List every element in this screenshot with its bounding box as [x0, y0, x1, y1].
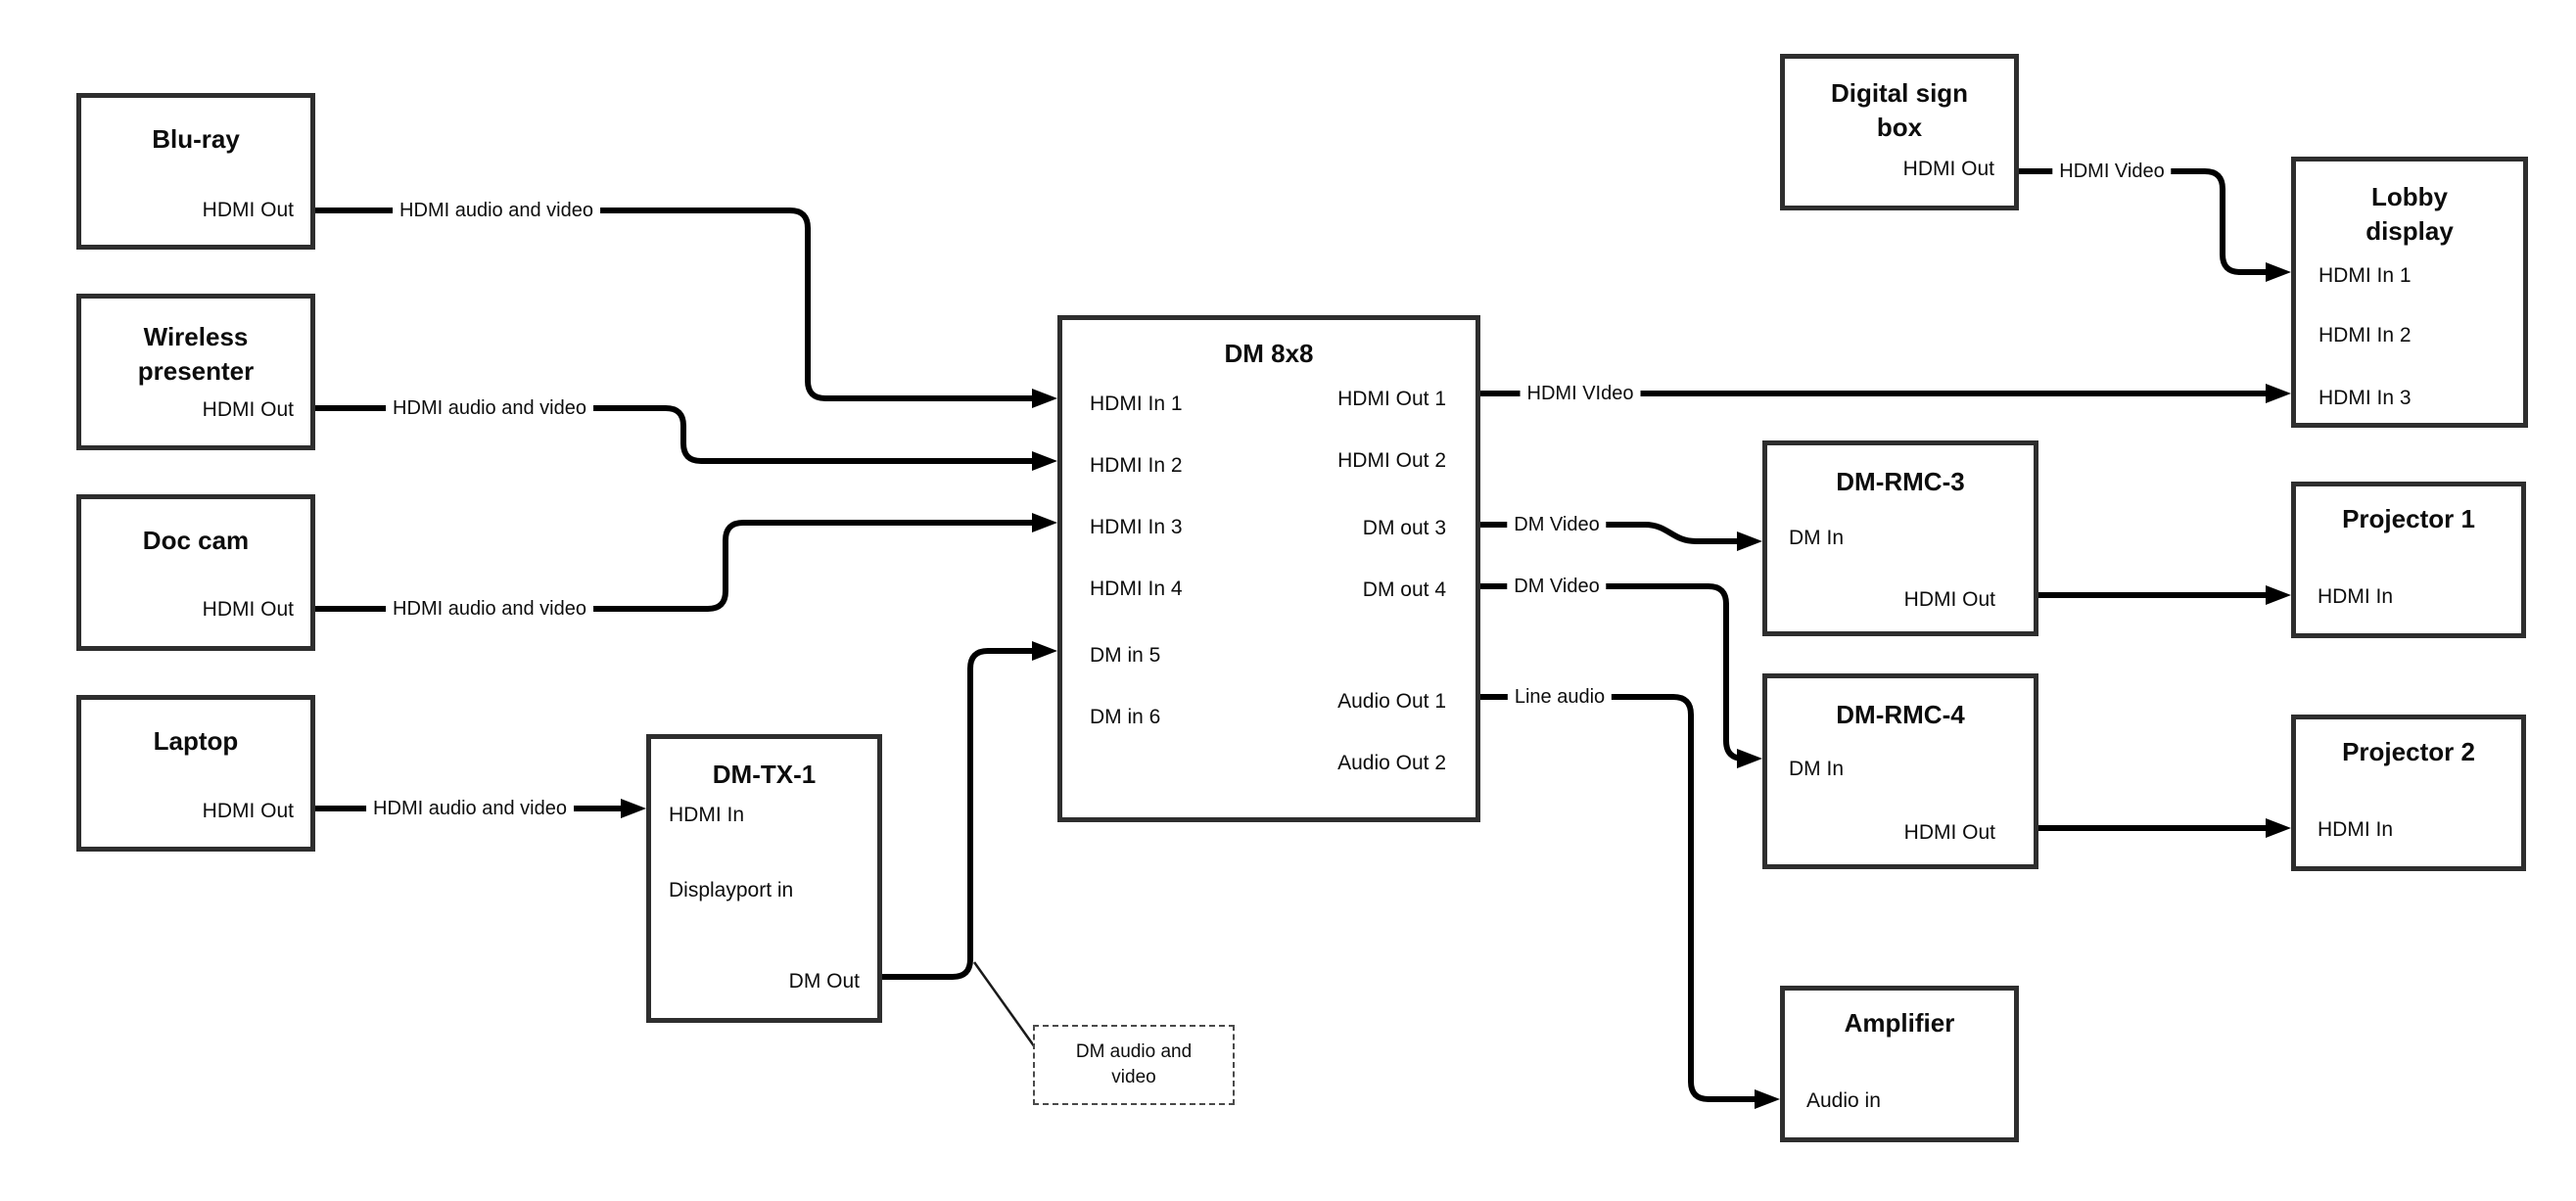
- node-amplifier: Amplifier Audio in: [1780, 986, 2019, 1142]
- node-laptop-port-hdmi-out: HDMI Out: [202, 800, 294, 822]
- node-digsign-port-hdmi-out: HDMI Out: [1902, 158, 1994, 180]
- node-dm8x8-port-dm-out4: DM out 4: [1362, 578, 1446, 601]
- node-dmtx1-port-displayport-in: Displayport in: [669, 879, 794, 901]
- arrowhead-icon: [2266, 818, 2291, 838]
- arrowhead-icon: [1032, 513, 1057, 532]
- wire-rmc4-hdmiout-to-proj2-hdmi-in: [2038, 818, 2291, 838]
- node-amp-port-audio-in: Audio in: [1806, 1089, 1881, 1112]
- edge-label-bluray: HDMI audio and video: [393, 198, 600, 223]
- arrowhead-icon: [1737, 531, 1762, 551]
- node-doccam-title: Doc cam: [142, 526, 250, 555]
- arrowhead-icon: [2266, 384, 2291, 403]
- wire-dm8x8-dmout3-to-rmc3-dm-in: [1480, 522, 1762, 551]
- edge-label-doccam: HDMI audio and video: [386, 596, 593, 622]
- node-bluray: Blu-ray HDMI Out: [76, 93, 315, 250]
- edge-label-audio-out1: Line audio: [1507, 684, 1613, 710]
- node-doccam-port-hdmi-out: HDMI Out: [202, 598, 294, 621]
- node-wireless-title: Wireless presenter: [137, 322, 255, 386]
- edge-label-digsign: HDMI Video: [2052, 159, 2172, 184]
- node-lobby-port-hdmi-in2: HDMI In 2: [2318, 324, 2412, 346]
- node-dmtx1-title: DM-TX-1: [712, 760, 817, 789]
- node-proj1-title: Projector 1: [2342, 504, 2475, 533]
- edge-label-laptop: HDMI audio and video: [366, 796, 574, 821]
- node-proj1-port-hdmi-in: HDMI In: [2318, 585, 2394, 608]
- node-dm8x8-port-hdmi-out2: HDMI Out 2: [1337, 449, 1446, 472]
- node-projector-2: Projector 2 HDMI In: [2291, 715, 2526, 871]
- node-projector-1: Projector 1 HDMI In: [2291, 482, 2526, 638]
- node-dmtx1: DM-TX-1 HDMI In Displayport in DM Out: [646, 734, 882, 1023]
- node-proj2-port-hdmi-in: HDMI In: [2318, 818, 2394, 841]
- node-wireless-port-hdmi-out: HDMI Out: [202, 398, 294, 421]
- callout-line2: video: [1111, 1067, 1156, 1087]
- node-dmtx1-port-dm-out: DM Out: [788, 970, 860, 993]
- wire-dmtx-dmout-to-dm8x8-dm-in5: [878, 641, 1057, 980]
- edge-label-dm-out4: DM Video: [1507, 574, 1607, 599]
- arrowhead-icon: [1755, 1089, 1780, 1109]
- node-proj2-title: Projector 2: [2342, 737, 2475, 766]
- node-laptop-title: Laptop: [153, 726, 239, 756]
- node-dm8x8-title: DM 8x8: [1224, 339, 1314, 368]
- edge-label-dm-out3: DM Video: [1507, 512, 1607, 537]
- node-rmc4-port-dm-in: DM In: [1789, 758, 1845, 780]
- node-lobby-port-hdmi-in3: HDMI In 3: [2318, 387, 2412, 409]
- node-dmtx1-port-hdmi-in: HDMI In: [669, 804, 745, 826]
- arrowhead-icon: [1032, 389, 1057, 408]
- callout-dm-audio-and-video: DM audio and video: [1033, 1025, 1235, 1105]
- node-dm8x8-port-dm-in6: DM in 6: [1090, 706, 1161, 728]
- node-dm8x8-port-audio-out2: Audio Out 2: [1337, 752, 1446, 774]
- callout-line1: DM audio and: [1075, 1041, 1193, 1062]
- node-digital-sign-box: Digital sign box HDMI Out: [1780, 54, 2019, 210]
- node-dm8x8-port-hdmi-out1: HDMI Out 1: [1337, 388, 1446, 410]
- arrowhead-icon: [2266, 262, 2291, 282]
- node-rmc4-port-hdmi-out: HDMI Out: [1903, 821, 1995, 844]
- node-rmc4-title: DM-RMC-4: [1836, 700, 1965, 729]
- node-laptop: Laptop HDMI Out: [76, 695, 315, 852]
- arrowhead-icon: [1737, 749, 1762, 768]
- wire-rmc3-hdmiout-to-proj1-hdmi-in: [2038, 585, 2291, 605]
- wire-dm8x8-dmout4-to-rmc4-dm-in: [1480, 583, 1762, 768]
- arrowhead-icon: [1032, 641, 1057, 661]
- node-lobby-port-hdmi-in1: HDMI In 1: [2318, 264, 2412, 287]
- arrowhead-icon: [1032, 451, 1057, 471]
- wire-digsign-to-lobby-hdmi-in1: [2019, 168, 2291, 282]
- wire-dm8x8-audioout1-to-amp-audio-in: [1480, 694, 1780, 1109]
- arrowhead-icon: [2266, 585, 2291, 605]
- node-dm8x8-port-dm-in5: DM in 5: [1090, 644, 1161, 667]
- node-doccam: Doc cam HDMI Out: [76, 494, 315, 651]
- node-dm8x8-port-hdmi-in2: HDMI In 2: [1090, 454, 1183, 477]
- node-dm8x8-port-audio-out1: Audio Out 1: [1337, 690, 1446, 713]
- arrowhead-icon: [621, 799, 646, 818]
- node-bluray-title: Blu-ray: [152, 124, 240, 154]
- node-dm8x8-port-hdmi-in3: HDMI In 3: [1090, 516, 1183, 538]
- wire-wireless-to-dm8x8-hdmi-in2: [315, 405, 1057, 471]
- node-dm-rmc-3: DM-RMC-3 DM In HDMI Out: [1762, 440, 2038, 636]
- edge-label-hdmi-out1: HDMI VIdeo: [1520, 381, 1641, 406]
- node-wireless-presenter: Wireless presenter HDMI Out: [76, 294, 315, 450]
- node-rmc3-port-hdmi-out: HDMI Out: [1903, 588, 1995, 611]
- wire-bluray-to-dm8x8-hdmi-in1: [315, 208, 1057, 408]
- node-rmc3-port-dm-in: DM In: [1789, 527, 1845, 549]
- node-bluray-port-hdmi-out: HDMI Out: [202, 199, 294, 221]
- node-dm8x8-port-hdmi-in1: HDMI In 1: [1090, 393, 1183, 415]
- node-rmc3-title: DM-RMC-3: [1836, 467, 1965, 496]
- node-dm8x8: DM 8x8 HDMI In 1 HDMI In 2 HDMI In 3 HDM…: [1057, 315, 1480, 822]
- node-lobby-display: Lobby display HDMI In 1 HDMI In 2 HDMI I…: [2291, 157, 2528, 428]
- node-amp-title: Amplifier: [1844, 1008, 1955, 1038]
- node-dm-rmc-4: DM-RMC-4 DM In HDMI Out: [1762, 673, 2038, 869]
- edge-label-wireless: HDMI audio and video: [386, 395, 593, 421]
- node-dm8x8-port-dm-out3: DM out 3: [1362, 517, 1446, 539]
- node-digsign-title: Digital sign box: [1830, 78, 1969, 142]
- node-lobby-title: Lobby display: [2365, 182, 2454, 246]
- callout-pointer-line: [972, 961, 1037, 1048]
- node-dm8x8-port-hdmi-in4: HDMI In 4: [1090, 577, 1183, 600]
- wire-doccam-to-dm8x8-hdmi-in3: [315, 513, 1057, 612]
